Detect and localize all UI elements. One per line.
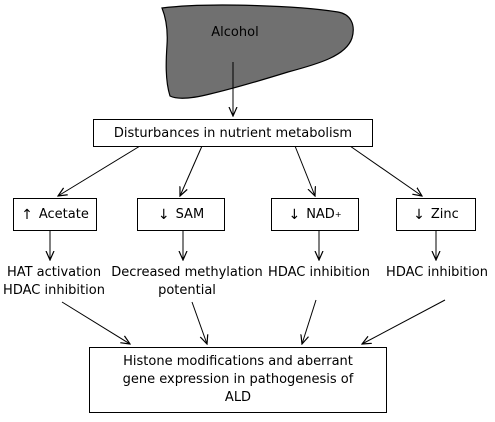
effect-zinc-line1: HDAC inhibition [386, 265, 488, 280]
effect-acetate-line1: HAT activation [6, 265, 102, 280]
effect-acetate: HAT activation HDAC inhibition [0, 264, 108, 300]
acetate-label: Acetate [38, 207, 89, 222]
alcohol-label: Alcohol [211, 25, 259, 40]
effect-sam-line2: potential [158, 283, 216, 298]
effect-sam: Decreased methylation potential [110, 264, 264, 300]
effect-acetate-line2: HDAC inhibition [3, 283, 105, 298]
down-arrow-icon: ↓ [288, 206, 301, 223]
down-arrow-icon: ↓ [157, 206, 170, 223]
down-arrow-icon: ↓ [413, 206, 425, 223]
nad-superscript: + [334, 210, 342, 219]
outcome-box: Histone modifications and aberrant gene … [89, 347, 387, 413]
acetate-box: ↑ Acetate [13, 198, 97, 231]
liver-shape [161, 4, 354, 99]
effect-nad-line1: HDAC inhibition [268, 265, 370, 280]
outcome-line3: ALD [224, 390, 252, 405]
arrow-effect1-to-outcome [61, 301, 130, 344]
arrow-metabolism-to-nad [294, 145, 315, 196]
outcome-line2: gene expression in pathogenesis of [122, 372, 354, 387]
zinc-label: Zinc [430, 207, 459, 222]
sam-box: ↓ SAM [137, 198, 225, 231]
nad-box: ↓ NAD+ [271, 198, 359, 231]
arrow-metabolism-to-zinc [349, 145, 422, 196]
effect-nad: HDAC inhibition [264, 264, 374, 282]
arrow-metabolism-to-sam [180, 145, 203, 196]
arrow-effect4-to-outcome [362, 299, 446, 344]
up-arrow-icon: ↑ [21, 206, 33, 223]
outcome-line1: Histone modifications and aberrant [123, 354, 353, 369]
metabolism-box: Disturbances in nutrient metabolism [93, 119, 373, 147]
metabolism-label: Disturbances in nutrient metabolism [113, 125, 353, 141]
nad-label: NAD [306, 207, 335, 222]
zinc-box: ↓ Zinc [396, 198, 476, 231]
effect-sam-line1: Decreased methylation [111, 265, 263, 280]
effect-zinc: HDAC inhibition [382, 264, 492, 282]
arrow-metabolism-to-acetate [58, 145, 141, 196]
arrow-effect3-to-outcome [302, 299, 317, 344]
sam-label: SAM [175, 207, 205, 222]
arrow-effect2-to-outcome [191, 301, 207, 344]
